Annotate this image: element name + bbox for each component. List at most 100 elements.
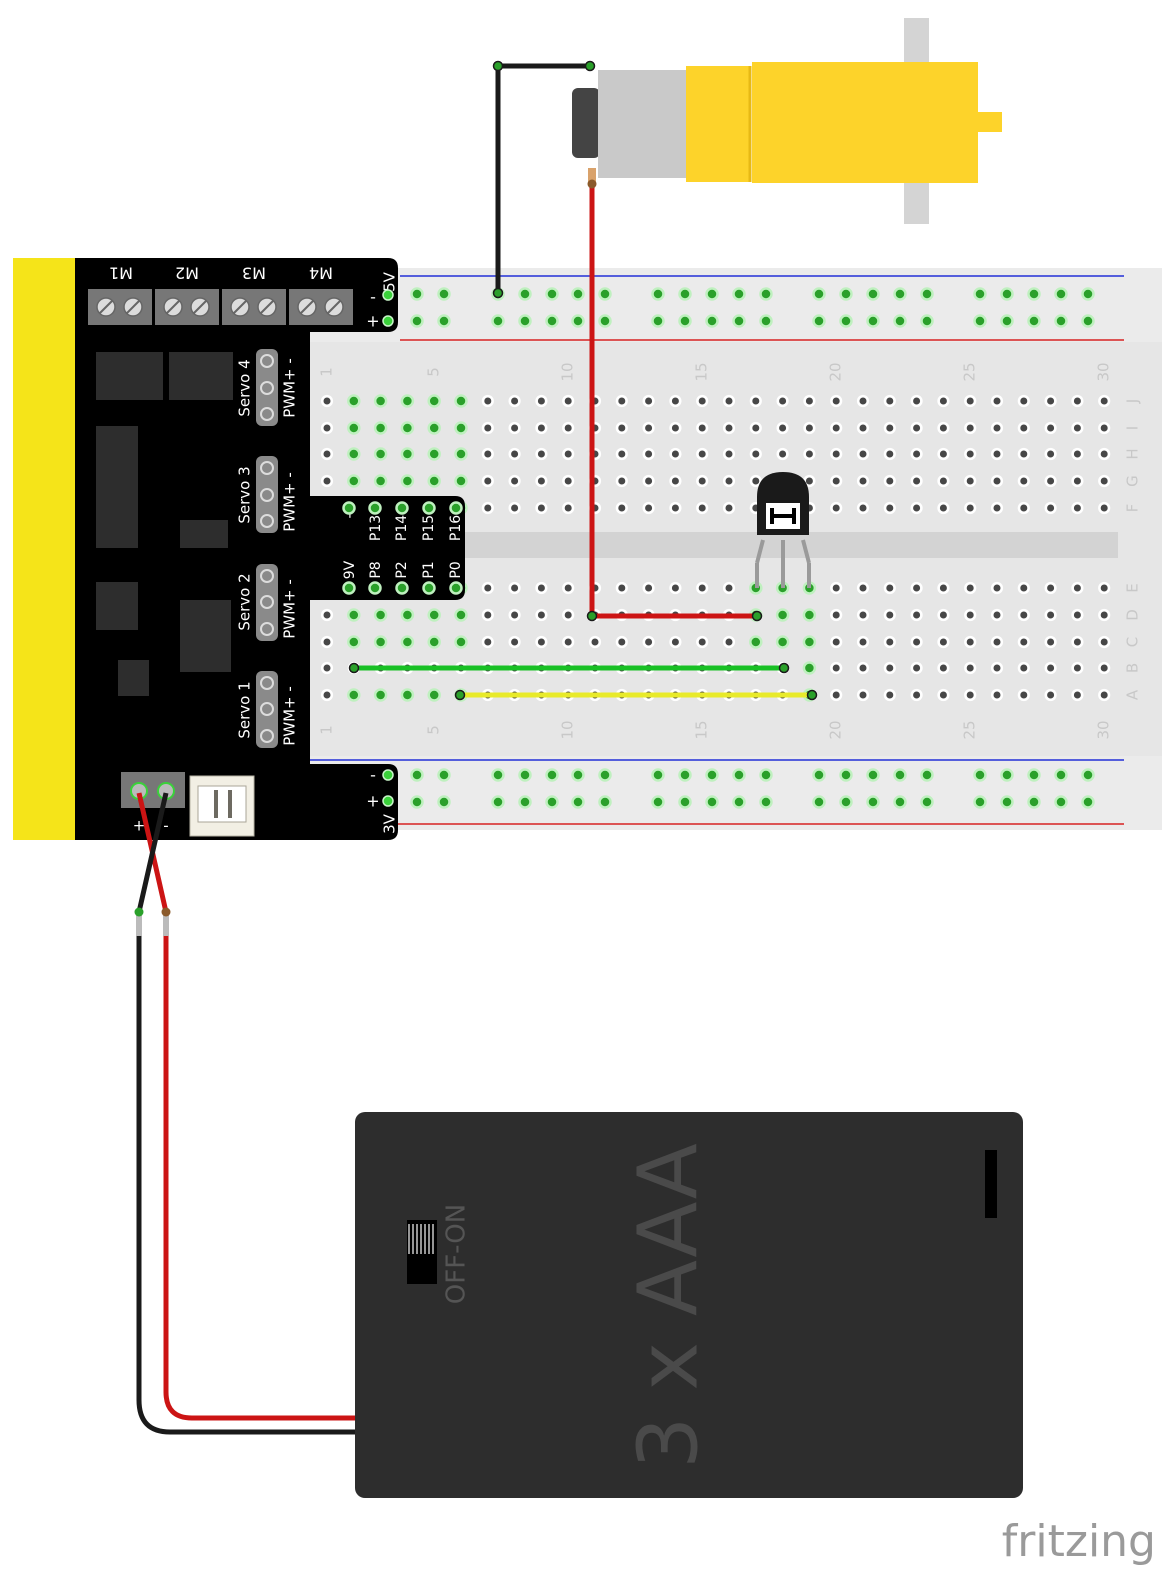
breadboard-hole <box>722 581 736 595</box>
breadboard-hole <box>481 635 494 649</box>
power-rail-hole <box>410 314 424 328</box>
breadboard-hole <box>347 474 361 488</box>
breadboard-hole <box>830 688 843 702</box>
breadboard-hole <box>722 447 736 461</box>
power-rail-hole <box>973 287 987 301</box>
top-power-minus: - <box>370 288 376 307</box>
breadboard-hole <box>830 581 843 595</box>
breadboard-hole <box>722 501 736 515</box>
breadboard-hole <box>347 421 361 435</box>
breadboard-hole <box>775 608 790 622</box>
breadboard-hole <box>669 394 682 408</box>
breadboard-hole <box>696 635 709 649</box>
breadboard-hole <box>910 688 923 702</box>
wire-endpoint <box>348 662 360 674</box>
breadboard-hole <box>990 635 1004 649</box>
breadboard-hole <box>990 447 1004 461</box>
pin-label-9v: 9V <box>342 560 358 579</box>
breadboard-hole <box>937 688 950 702</box>
breadboard-hole <box>1044 661 1057 675</box>
power-rail-hole <box>812 314 826 328</box>
breadboard-hole <box>320 688 334 702</box>
breadboard-hole <box>1017 447 1030 461</box>
breadboard-hole <box>1071 501 1084 515</box>
row-letter: C <box>1124 637 1142 647</box>
breadboard-hole <box>347 688 361 702</box>
breadboard-hole <box>481 581 494 595</box>
breadboard-hole <box>1098 447 1111 461</box>
bottom-power-rail <box>310 756 1162 830</box>
wire-endpoint <box>161 907 171 917</box>
breadboard-hole <box>990 421 1004 435</box>
breadboard-hole <box>883 608 896 622</box>
breadboard-hole <box>535 421 548 435</box>
servo-pin <box>260 569 274 583</box>
breadboard-hole <box>830 608 843 622</box>
power-rail-hole <box>598 314 612 328</box>
column-number: 25 <box>961 720 979 739</box>
top-power-plus: + <box>366 312 379 331</box>
breadboard-hole <box>454 608 468 622</box>
gearbox-body <box>752 62 978 183</box>
gear-motor <box>572 18 1002 224</box>
column-number: 15 <box>693 362 711 381</box>
power-rail-hole <box>759 287 773 301</box>
battery-slot <box>985 1150 997 1218</box>
breadboard-hole <box>508 394 521 408</box>
breadboard-hole <box>802 608 817 622</box>
controller-edge-connector <box>13 258 77 840</box>
power-rail-hole <box>491 795 505 809</box>
servo-labels: Servo 4 PWM+ - Servo 3 PWM+ - Servo 2 PW… <box>236 358 299 746</box>
bottom-power-voltage: 3V <box>381 813 399 834</box>
breadboard-hole <box>1044 635 1057 649</box>
breadboard-hole <box>883 447 896 461</box>
wire-endpoint <box>587 179 597 189</box>
breadboard-hole <box>1017 688 1030 702</box>
power-rail-hole <box>651 768 665 782</box>
breadboard-hole <box>910 581 923 595</box>
breadboard-hole <box>856 635 870 649</box>
pin-header-dot <box>422 581 436 595</box>
pin-label-p8: P8 <box>368 561 384 578</box>
breadboard-hole <box>427 688 441 702</box>
breadboard-hole <box>883 394 896 408</box>
breadboard-hole <box>508 581 521 595</box>
power-rail-hole <box>1027 287 1041 301</box>
pin-header-dot <box>395 581 409 595</box>
servo-pins-1: PWM+ - <box>281 686 299 746</box>
power-rail-hole <box>1054 795 1068 809</box>
power-switch <box>407 1220 437 1284</box>
wire-endpoint <box>751 610 763 622</box>
breadboard-hole <box>883 688 896 702</box>
breadboard-hole <box>749 635 763 649</box>
breadboard-hole <box>642 501 655 515</box>
npn-transistor <box>755 472 811 588</box>
breadboard-hole <box>347 394 361 408</box>
breadboard-hole <box>320 447 334 461</box>
chip-3 <box>96 426 138 548</box>
jst-pin-2 <box>228 790 232 818</box>
servo-pin <box>260 622 274 636</box>
breadboard-hole <box>856 474 870 488</box>
top-power-voltage: 5V <box>381 271 399 292</box>
breadboard-hole <box>1071 474 1084 488</box>
breadboard-hole <box>669 581 682 595</box>
breadboard-hole <box>400 474 415 488</box>
breadboard-hole <box>883 661 896 675</box>
breadboard-hole <box>856 608 870 622</box>
power-rail-hole <box>437 287 451 301</box>
chip-4 <box>180 520 228 548</box>
lead-tip-black <box>136 912 142 936</box>
row-letter: B <box>1124 663 1142 673</box>
servo-pin <box>260 407 274 421</box>
power-rail-hole <box>812 287 826 301</box>
breadboard-hole <box>830 447 843 461</box>
breadboard-hole <box>937 394 950 408</box>
breadboard-hole <box>427 421 441 435</box>
breadboard-hole <box>910 421 923 435</box>
breadboard-hole <box>883 421 896 435</box>
breadboard-hole <box>964 581 977 595</box>
wire-red-battery-lead <box>136 792 355 1421</box>
breadboard-hole <box>481 608 494 622</box>
